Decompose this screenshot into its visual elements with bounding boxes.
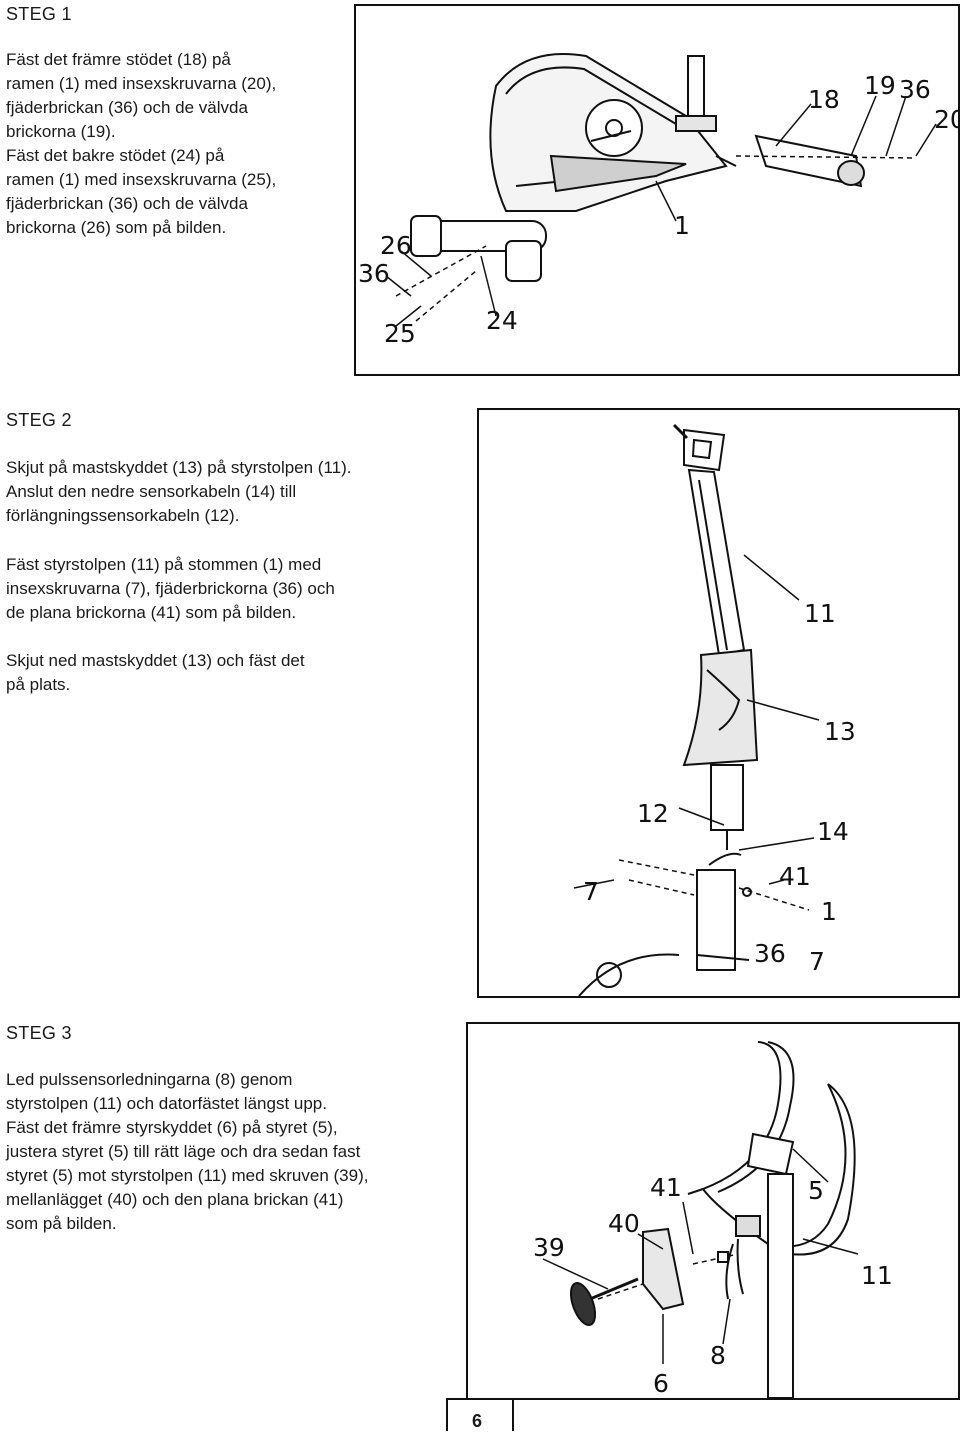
callout-8: 8 <box>710 1341 726 1370</box>
callout-26: 26 <box>380 231 412 260</box>
page-number: 6 <box>472 1411 483 1431</box>
step1-illustration: 18 19 36 20 1 26 36 25 24 <box>358 53 958 348</box>
step3-line: styret (5) mot styrstolpen (11) med skru… <box>6 1166 369 1185</box>
callout-40: 40 <box>608 1209 640 1238</box>
step2-text-2: Fäst styrstolpen (11) på stommen (1) med… <box>6 553 335 625</box>
callout-14: 14 <box>817 817 849 846</box>
callout-11: 11 <box>804 599 836 628</box>
step3-text: Led pulssensorledningarna (8) genom styr… <box>6 1068 368 1236</box>
callout-7: 7 <box>809 947 825 976</box>
step1-text: Fäst det främre stödet (18) på ramen (1)… <box>6 48 276 240</box>
step3-line: Led pulssensorledningarna (8) genom <box>6 1070 293 1089</box>
callout-39: 39 <box>533 1233 565 1262</box>
callout-7: 7 <box>583 877 599 906</box>
step2-line: insexskruvarna (7), fjäderbrickorna (36)… <box>6 579 335 598</box>
callout-11: 11 <box>861 1261 893 1290</box>
step1-title: STEG 1 <box>6 4 72 24</box>
step3-line: Fäst det främre styrskyddet (6) på styre… <box>6 1118 338 1137</box>
step1-line: fjäderbrickan (36) och de välvda <box>6 98 248 117</box>
step2-line: på plats. <box>6 675 71 694</box>
callout-20: 20 <box>934 105 958 134</box>
callout-5: 5 <box>808 1176 824 1205</box>
callout-12: 12 <box>637 799 669 828</box>
step1-line: brickorna (19). <box>6 122 116 141</box>
step2-line: Fäst styrstolpen (11) på stommen (1) med <box>6 555 322 574</box>
step3-title: STEG 3 <box>6 1023 72 1043</box>
step3-figure: 41 5 40 39 11 6 8 <box>466 1022 960 1400</box>
step1-line: fjäderbrickan (36) och de välvda <box>6 194 248 213</box>
callout-13: 13 <box>824 717 856 746</box>
callout-6: 6 <box>653 1369 669 1398</box>
callout-36: 36 <box>899 75 931 104</box>
step1-line: ramen (1) med insexskruvarna (20), <box>6 74 277 93</box>
callout-18: 18 <box>808 85 840 114</box>
step2-line: Skjut på mastskyddet (13) på styrstolpen… <box>6 458 352 477</box>
step2-title: STEG 2 <box>6 410 72 430</box>
step1-line: Fäst det bakre stödet (24) på <box>6 146 225 165</box>
step3-line: mellanlägget (40) och den plana brickan … <box>6 1190 344 1209</box>
step1-line: Fäst det främre stödet (18) på <box>6 50 231 69</box>
page-number-box <box>446 1398 514 1431</box>
step1-line: ramen (1) med insexskruvarna (25), <box>6 170 277 189</box>
callout-19: 19 <box>864 71 896 100</box>
callout-25: 25 <box>384 319 416 348</box>
callout-36: 36 <box>754 939 786 968</box>
step3-line: som på bilden. <box>6 1214 117 1233</box>
step2-line: förlängningssensorkabeln (12). <box>6 506 240 525</box>
step1-line: brickorna (26) som på bilden. <box>6 218 227 237</box>
callout-36: 36 <box>358 259 390 288</box>
step2-figure: 11 13 12 14 7 41 1 36 7 <box>477 408 960 998</box>
callout-41: 41 <box>779 862 811 891</box>
callout-41: 41 <box>650 1173 682 1202</box>
step3-illustration: 41 5 40 39 11 6 8 <box>533 1041 893 1398</box>
callout-24: 24 <box>486 306 518 335</box>
step2-line: de plana brickorna (41) som på bilden. <box>6 603 297 622</box>
step3-line: justera styret (5) till rätt läge och dr… <box>6 1142 361 1161</box>
callout-1: 1 <box>674 211 690 240</box>
step3-line: styrstolpen (11) och datorfästet längst … <box>6 1094 327 1113</box>
step2-text-1: Skjut på mastskyddet (13) på styrstolpen… <box>6 456 352 528</box>
step2-line: Skjut ned mastskyddet (13) och fäst det <box>6 651 305 670</box>
step2-text-3: Skjut ned mastskyddet (13) och fäst det … <box>6 649 305 697</box>
step1-figure: 18 19 36 20 1 26 36 25 24 <box>354 4 960 376</box>
callout-1: 1 <box>821 897 837 926</box>
step2-line: Anslut den nedre sensorkabeln (14) till <box>6 482 297 501</box>
step2-illustration: 11 13 12 14 7 41 1 36 7 <box>573 423 856 996</box>
